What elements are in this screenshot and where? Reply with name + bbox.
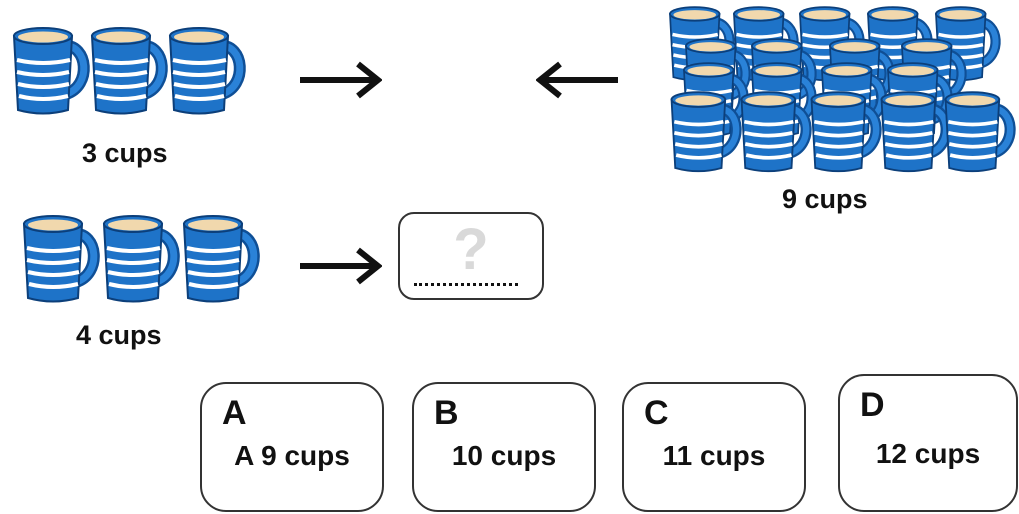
option-text: 12 cups — [875, 438, 981, 469]
option-text: 11 cups — [662, 440, 766, 471]
option-letter: D — [860, 386, 885, 424]
mug-icon — [164, 22, 244, 118]
mug-icon — [98, 210, 178, 306]
mug-icon — [8, 22, 88, 118]
mug-icon — [736, 86, 810, 176]
option-a-card[interactable]: A A 9 cups — [200, 382, 384, 512]
mug-icon — [940, 86, 1014, 176]
option-b-card[interactable]: B 10 cups — [412, 382, 596, 512]
arrow-right-icon — [298, 246, 382, 286]
mug-icon — [178, 210, 258, 306]
mug-icon — [666, 86, 740, 176]
option-d-card[interactable]: D 12 cups — [838, 374, 1018, 512]
option-text: A 9 cups — [234, 440, 350, 471]
top-left-cup-group — [0, 0, 260, 130]
top-right-count-label: 9 cups — [782, 184, 868, 214]
question-mark: ? — [453, 217, 489, 282]
option-c-card[interactable]: C 11 cups — [622, 382, 806, 512]
option-text: 10 cups — [451, 440, 557, 471]
option-letter: B — [434, 394, 459, 432]
mug-icon — [806, 86, 880, 176]
top-left-count-label: 3 cups — [82, 138, 168, 168]
option-letter: A — [222, 394, 247, 432]
mug-icon — [86, 22, 166, 118]
bottom-left-cup-group — [0, 200, 280, 330]
answer-blank-line — [414, 283, 518, 286]
unknown-answer-box: ? — [398, 212, 544, 300]
arrow-right-icon — [298, 60, 382, 100]
mug-icon — [876, 86, 950, 176]
mug-icon — [18, 210, 98, 306]
option-letter: C — [644, 394, 669, 432]
bottom-left-count-label: 4 cups — [76, 320, 162, 350]
arrow-left-icon — [536, 60, 620, 100]
top-right-cup-cluster — [660, 0, 1015, 185]
